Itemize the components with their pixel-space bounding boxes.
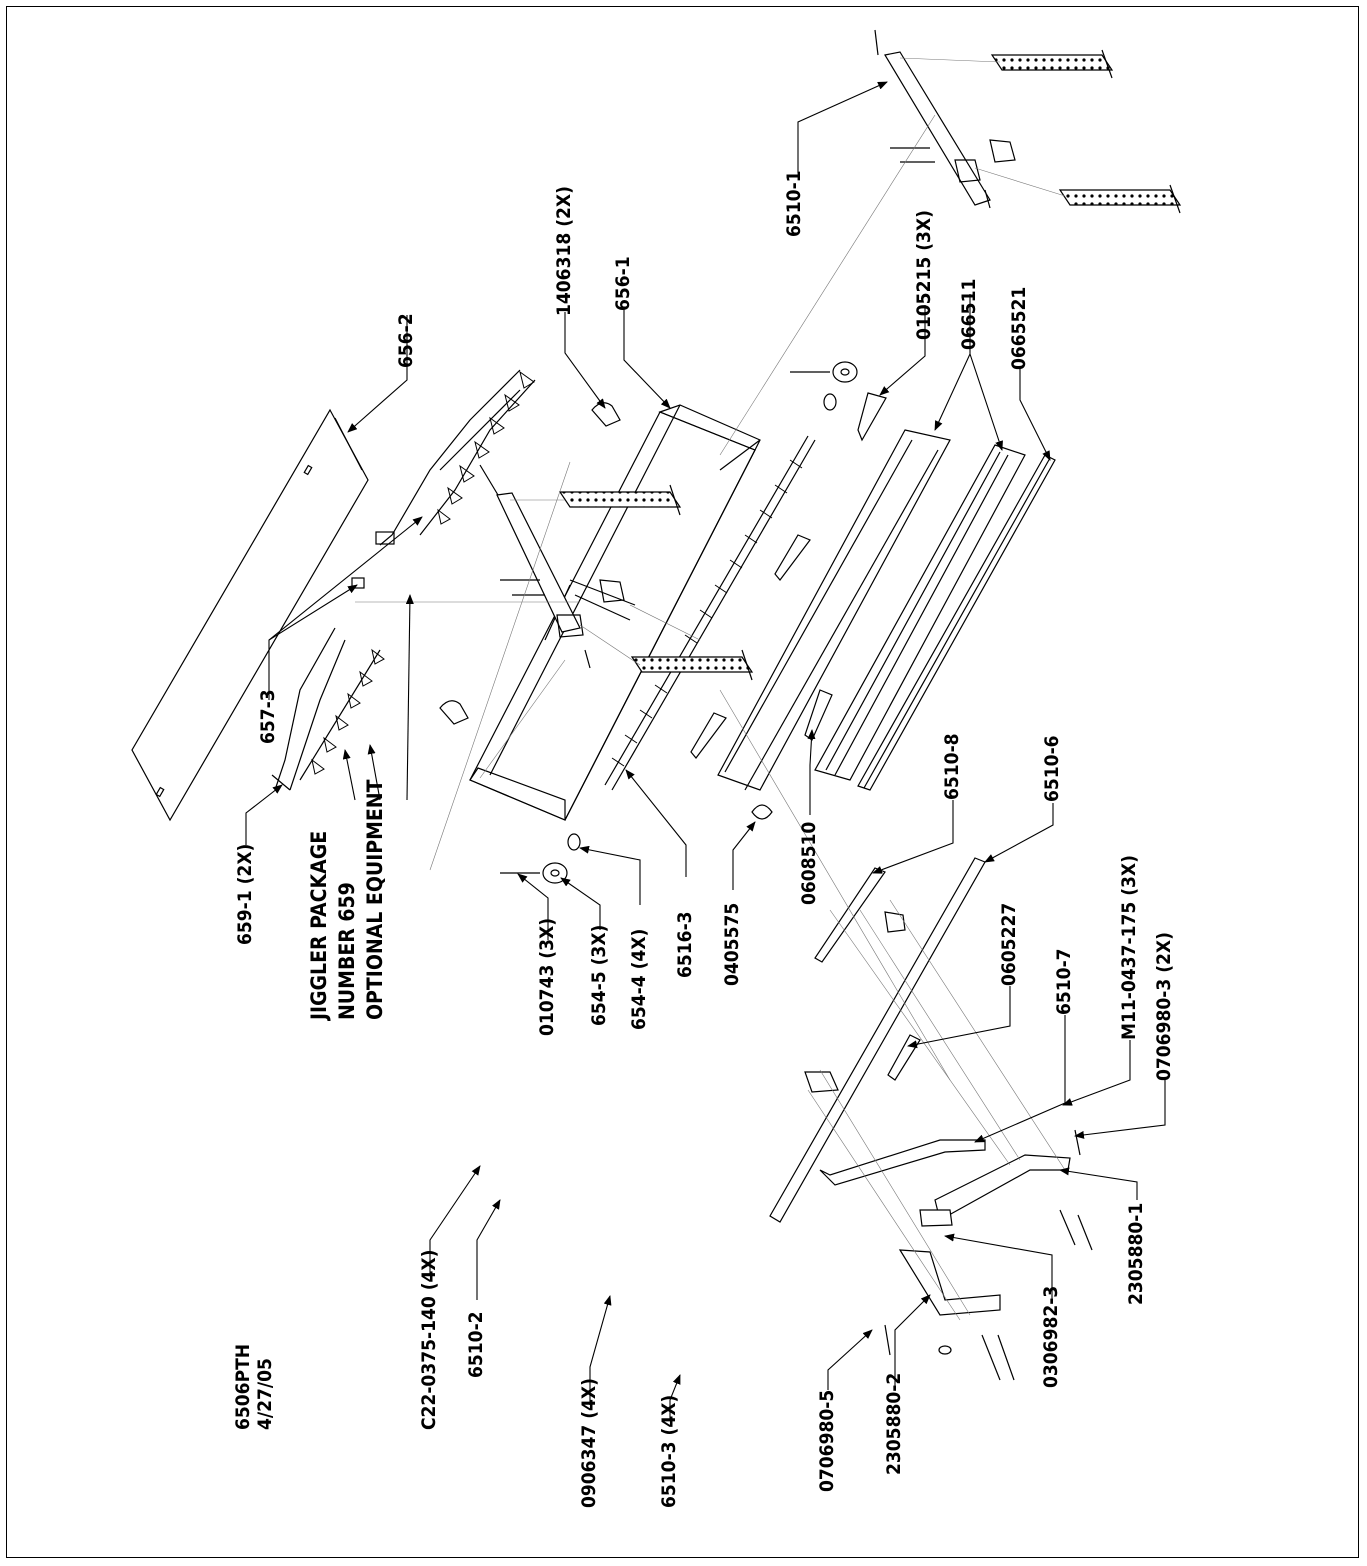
frame-6510-2 (479, 464, 625, 669)
drawing-border (6, 6, 1359, 1558)
drawing-date: 4/27/05 (254, 1358, 276, 1430)
leg-6510-3-lower-a (558, 484, 682, 516)
clamp-plate (804, 1071, 839, 1093)
washer-654-4-bottom (567, 833, 581, 851)
clip-1406318-bottom (439, 700, 469, 725)
jiggler-note-line3: OPTIONAL EQUIPMENT (363, 779, 387, 1020)
label-659-1: 659-1 (2X) (234, 843, 256, 945)
trough-0665521 (814, 444, 1026, 781)
washer-654-4-top (823, 393, 837, 411)
label-2305880-2: 2305880-2 (883, 1372, 905, 1475)
label-C22-0375-140: C22-0375-140 (4X) (418, 1249, 440, 1430)
bracket-6510-8 (814, 867, 906, 963)
label-657-3: 657-3 (257, 689, 279, 744)
label-6510-7: 6510-7 (1053, 948, 1075, 1015)
brace-6510-7 (819, 1139, 986, 1186)
jiggler-note: JIGGLER PACKAGE NUMBER 659 OPTIONAL EQUI… (305, 779, 389, 1020)
label-0306982-3: 0306982-3 (1040, 1285, 1062, 1388)
label-654-4: 654-4 (4X) (628, 928, 650, 1030)
label-6510-8: 6510-8 (941, 733, 963, 800)
leader-lines (245, 81, 1166, 1420)
label-6516-3: 6516-3 (674, 911, 696, 978)
leg-6510-3-upper-a (990, 49, 1114, 79)
tube-6510-6 (769, 857, 986, 1223)
hopper-box-656-1 (469, 404, 761, 821)
label-0706980-5: 0706980-5 (816, 1389, 838, 1492)
label-0906347: 0906347 (4X) (578, 1378, 600, 1508)
label-656-2: 656-2 (395, 313, 417, 368)
frame-6510-1 (874, 29, 1016, 209)
label-M11-0437-175: M11-0437-175 (3X) (1118, 855, 1140, 1040)
pin-0706980-5 (884, 1324, 952, 1356)
label-2305880-1: 2305880-1 (1125, 1202, 1147, 1305)
bracket-0608510 (804, 689, 833, 741)
label-6510-2: 6510-2 (465, 1311, 487, 1378)
label-656-1: 656-1 (612, 256, 634, 311)
bearing-654-5-bottom (500, 862, 568, 884)
clip-0105215-a (857, 392, 887, 442)
label-654-5: 654-5 (3X) (588, 924, 610, 1026)
label-1406318: 1406318 (2X) (553, 186, 575, 316)
jiggler-note-line1: JIGGLER PACKAGE (307, 830, 331, 1020)
label-0405575: 0405575 (721, 902, 743, 986)
angle-strip (857, 454, 1056, 791)
clip-0105215-c (690, 712, 727, 759)
label-0608510: 0608510 (798, 821, 820, 905)
bearing-654-5-top (790, 361, 858, 383)
trough-066511 (717, 429, 951, 791)
label-6510-3: 6510-3 (4X) (658, 1394, 680, 1508)
label-0665521: 0665521 (1008, 286, 1030, 370)
bushing-0405575 (751, 804, 773, 820)
label-010743: 010743 (3X) (536, 917, 558, 1036)
lid-panel-656-2 (131, 408, 369, 822)
label-6510-1: 6510-1 (783, 170, 805, 237)
jiggler-note-line2: NUMBER 659 (335, 882, 359, 1020)
label-0605227: 0605227 (998, 902, 1020, 986)
arm-2305880-2 (898, 1249, 1015, 1381)
jiggler-assembly-upper (351, 369, 536, 589)
clip-0105215-b (774, 534, 811, 581)
label-0706980-3: 0706980-3 (2X) (1153, 932, 1175, 1081)
label-0105215: 0105215 (3X) (913, 210, 935, 340)
drawing-stamp: 6506PTH 4/27/05 (232, 1344, 276, 1430)
drawing-id: 6506PTH (232, 1343, 254, 1430)
jiggler-assembly-lower (271, 627, 385, 791)
leg-6510-3-upper-b (1058, 184, 1182, 214)
plate-0306982-3 (919, 1209, 953, 1227)
clip-1406318-top (591, 402, 621, 427)
alignment-lines (355, 57, 1066, 1321)
label-066511: 066511 (958, 278, 980, 350)
clip-0605227 (887, 1034, 921, 1081)
leg-6510-3-lower-b (630, 649, 754, 681)
label-6510-6: 6510-6 (1041, 735, 1063, 802)
